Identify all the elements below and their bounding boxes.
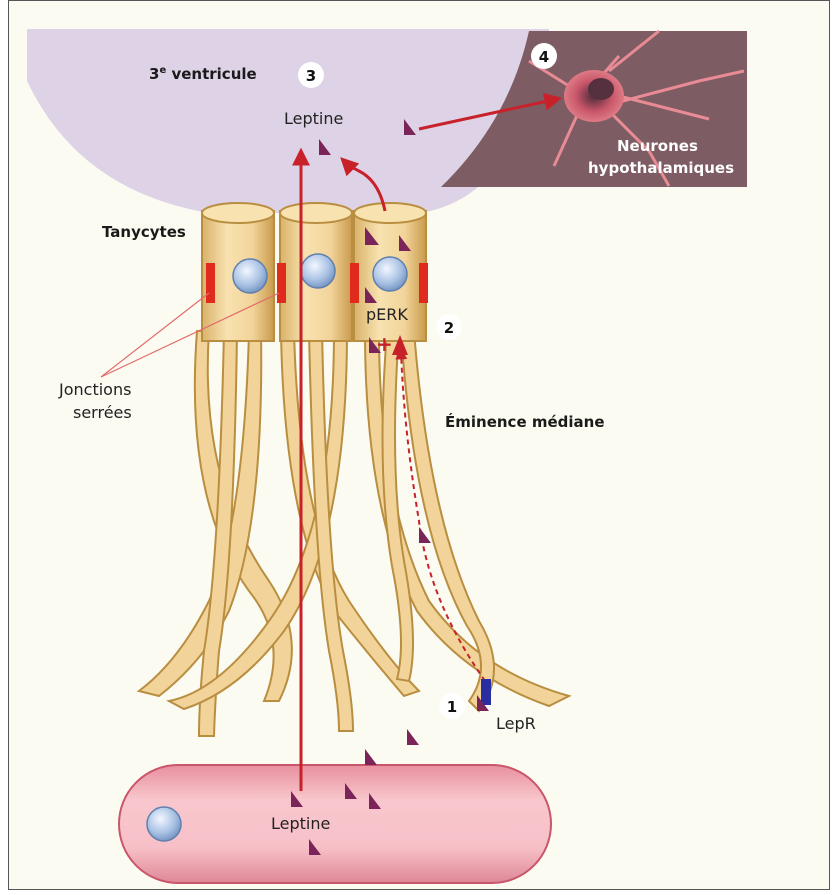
lepr-label: LepR — [496, 714, 536, 733]
leptin-receptor — [481, 679, 491, 705]
leptin-transport-diagram: 3 4 2 1 3e ventricule Leptine Neurones h… — [9, 1, 831, 891]
neurons-label-line1: Neurones — [617, 137, 698, 155]
jonctions-label-line1: Jonctions — [58, 380, 131, 399]
perk-label: pERK — [366, 305, 408, 324]
tanycytes-label: Tanycytes — [102, 223, 186, 241]
nucleus — [373, 257, 407, 291]
nucleus — [301, 254, 335, 288]
step-3-badge: 3 — [306, 67, 316, 85]
nucleus — [233, 259, 267, 293]
leptine-top-label: Leptine — [284, 109, 343, 128]
step-4-badge: 4 — [539, 48, 549, 66]
jonctions-label-line2: serrées — [73, 403, 132, 422]
eminence-label: Éminence médiane — [445, 412, 605, 431]
blood-vessel — [119, 765, 551, 883]
leptine-bottom-label: Leptine — [271, 814, 330, 833]
plus-sign: + — [376, 332, 393, 356]
figure-frame: 3 4 2 1 3e ventricule Leptine Neurones h… — [8, 0, 830, 890]
neurons-label-line2: hypothalamiques — [588, 159, 734, 177]
step-1-badge: 1 — [447, 698, 457, 716]
step-2-badge: 2 — [444, 319, 454, 337]
